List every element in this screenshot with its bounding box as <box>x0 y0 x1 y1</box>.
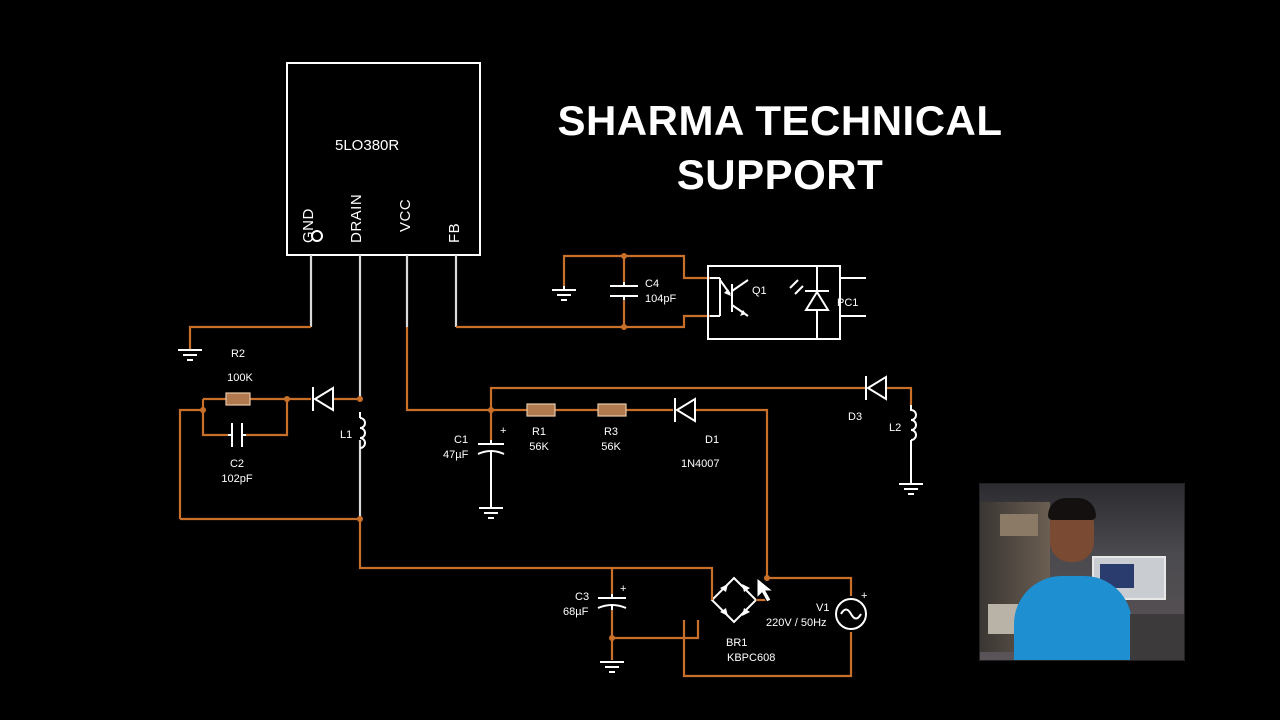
br1-value: KBPC608 <box>727 652 775 664</box>
junction <box>200 407 206 413</box>
ac-source-icon <box>835 598 867 630</box>
webcam-bench <box>1130 614 1184 660</box>
snubber-diode <box>312 386 334 412</box>
wire-v1-top <box>767 576 853 596</box>
d3-ref: D3 <box>848 411 862 423</box>
c3-value: 68µF <box>563 606 589 618</box>
v1-plus: + <box>861 590 867 602</box>
c2-ref: C2 <box>230 458 244 470</box>
c2-value: 102pF <box>221 473 252 485</box>
wire-fb-q1 <box>456 314 710 329</box>
junction <box>284 396 290 402</box>
wire-d1-bridge <box>695 408 769 578</box>
c3: + C3 68µF <box>563 583 626 618</box>
d1-ref: D1 <box>705 434 719 446</box>
c4-ref: C4 <box>645 278 659 290</box>
wires <box>178 253 913 678</box>
wire-d3-l2 <box>886 386 913 405</box>
wire-c1-d3 <box>489 386 866 410</box>
ground-icon <box>899 440 923 495</box>
l2-ref: L2 <box>889 422 901 434</box>
junction <box>488 407 494 413</box>
r1-value: 56K <box>529 441 549 453</box>
title-line-2: SUPPORT <box>676 151 884 198</box>
l1-ref: L1 <box>340 429 352 441</box>
r3: R3 56K <box>597 403 627 453</box>
v1: + V1 220V / 50Hz <box>766 590 867 630</box>
junction <box>357 516 363 522</box>
pin-vcc: VCC <box>397 199 414 232</box>
ic-leads <box>309 255 458 520</box>
c1-plus: + <box>500 425 506 437</box>
wire-v1-bottom <box>682 620 853 678</box>
junction <box>357 396 363 402</box>
optocoupler: Q1 PC1 <box>707 265 866 340</box>
wire-c3-bridge <box>612 620 700 640</box>
pc1-ref: PC1 <box>837 297 858 309</box>
wire-gnd-ground <box>188 325 311 350</box>
ground-icon <box>552 286 576 301</box>
webcam-person-body <box>1014 576 1132 660</box>
l2: L2 <box>889 405 917 441</box>
channel-title: SHARMA TECHNICAL SUPPORT <box>520 94 1040 202</box>
ground-icon <box>600 661 624 673</box>
junction <box>621 253 627 259</box>
d1-value: 1N4007 <box>681 458 720 470</box>
br1: BR1 KBPC608 <box>710 576 775 664</box>
ic-name: 5LO380R <box>335 137 399 154</box>
br1-ref: BR1 <box>726 637 747 649</box>
r2-body <box>225 392 251 406</box>
r2: R2 100K <box>225 348 254 406</box>
pin-fb: FB <box>446 223 463 243</box>
r2-ref: R2 <box>231 348 245 360</box>
c2: C2 102pF <box>221 423 253 485</box>
c3-ref: C3 <box>575 591 589 603</box>
ground-icon <box>178 349 202 361</box>
ground-icon <box>479 460 503 519</box>
v1-value: 220V / 50Hz <box>766 617 827 629</box>
junction <box>764 575 770 581</box>
r3-value: 56K <box>601 441 621 453</box>
q1-ref: Q1 <box>752 285 767 297</box>
webcam-person-hair <box>1048 498 1096 520</box>
pin-gnd-marker <box>311 230 323 242</box>
c4-value: 104pF <box>645 293 676 305</box>
c1: + C1 47µF <box>443 425 506 461</box>
wire-vcc-c1 <box>405 327 491 412</box>
wire-c2-left <box>201 399 228 437</box>
junction <box>609 635 615 641</box>
r2-value: 100K <box>227 372 253 384</box>
webcam-oscilloscope <box>1092 556 1166 600</box>
l1-coil <box>359 412 366 449</box>
webcam-box <box>988 604 1018 634</box>
pin-drain: DRAIN <box>348 194 365 243</box>
c1-ref: C1 <box>454 434 468 446</box>
webcam-box <box>1000 514 1038 536</box>
junction <box>621 324 627 330</box>
presenter-webcam <box>979 483 1185 661</box>
r1-ref: R1 <box>532 426 546 438</box>
d3: D3 <box>848 375 887 423</box>
title-line-1: SHARMA TECHNICAL <box>557 97 1003 144</box>
ic-body <box>286 62 481 256</box>
v1-ref: V1 <box>816 602 829 614</box>
l1: L1 <box>340 412 366 449</box>
wire-c2-right <box>246 399 289 437</box>
c3-plus: + <box>620 583 626 595</box>
ground-symbols <box>178 286 923 673</box>
r3-ref: R3 <box>604 426 618 438</box>
wire-snub-left <box>178 408 203 519</box>
c4: C4 104pF <box>610 278 676 305</box>
c1-value: 47µF <box>443 449 469 461</box>
optocoupler-body <box>707 265 841 340</box>
ic-5lo380r: 5LO380R GND DRAIN VCC FB <box>286 62 481 256</box>
l2-coil <box>910 405 917 441</box>
wire-drain-bridge <box>358 519 714 578</box>
pin-gnd: GND <box>300 208 317 243</box>
wire-c4-top <box>562 254 710 286</box>
d1: D1 1N4007 <box>674 397 720 470</box>
r1: R1 56K <box>526 403 556 453</box>
cursor-icon <box>756 576 775 603</box>
